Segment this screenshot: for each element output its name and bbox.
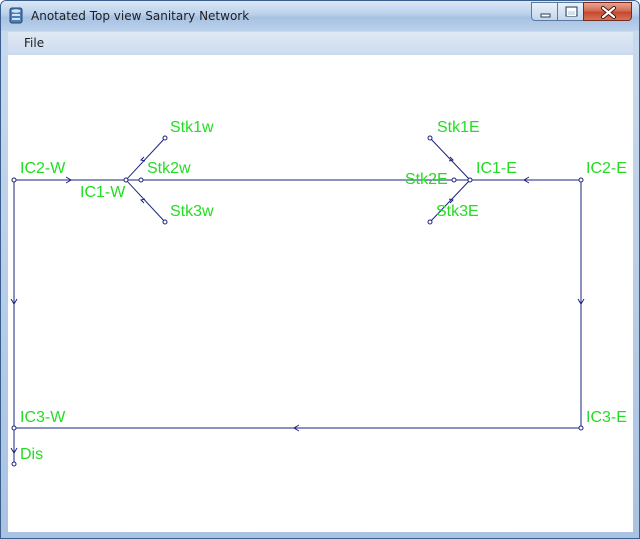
node-ic2e[interactable]	[578, 177, 584, 183]
maximize-button[interactable]	[557, 2, 584, 21]
label-ic3e: IC3-E	[586, 409, 627, 426]
node-ic3w[interactable]	[11, 425, 17, 431]
title-bar[interactable]: Anotated Top view Sanitary Network	[1, 1, 639, 31]
label-stk2w: Stk2w	[147, 160, 191, 177]
pipe-stk1e	[429, 137, 471, 181]
flow-arrow	[65, 176, 72, 184]
network-diagram: Stk1w Stk2w Stk3w IC1-W IC2-W IC3-W Dis …	[10, 119, 627, 467]
flow-arrow	[10, 447, 18, 454]
pipe-stk3e	[429, 179, 471, 223]
flow-arrow	[140, 156, 146, 162]
label-ic3w: IC3-W	[20, 409, 66, 426]
pipe-stk1w	[125, 137, 166, 181]
flow-arrow	[448, 156, 454, 162]
close-icon	[601, 6, 616, 19]
window-title: Anotated Top view Sanitary Network	[31, 9, 250, 23]
node-stk1w[interactable]	[162, 135, 168, 141]
label-stk2e: Stk2E	[405, 171, 448, 188]
node-ic3e[interactable]	[578, 425, 584, 431]
menu-item-file[interactable]: File	[24, 36, 45, 50]
minimize-icon	[540, 13, 551, 18]
maximize-icon	[565, 6, 578, 17]
menu-bar: File	[8, 32, 633, 54]
flow-arrow	[448, 198, 454, 204]
label-stk1w: Stk1w	[170, 119, 214, 136]
node-stk2e[interactable]	[451, 177, 457, 183]
label-ic2e: IC2-E	[586, 160, 627, 177]
flow-arrow	[140, 198, 146, 204]
flow-arrow	[293, 424, 300, 432]
label-ic1e: IC1-E	[476, 160, 517, 177]
flow-arrow	[10, 298, 18, 305]
minimize-button[interactable]	[531, 2, 558, 21]
node-dis[interactable]	[11, 461, 17, 467]
node-stk1e[interactable]	[427, 135, 433, 141]
node-stk3w[interactable]	[162, 219, 168, 225]
label-ic2w: IC2-W	[20, 160, 66, 177]
node-stk3e[interactable]	[427, 219, 433, 225]
label-ic1w: IC1-W	[80, 184, 126, 201]
node-ic1w[interactable]	[123, 177, 129, 183]
database-icon	[9, 7, 23, 24]
label-stk3w: Stk3w	[170, 203, 214, 220]
node-stk2w[interactable]	[138, 177, 144, 183]
flow-arrow	[577, 298, 585, 305]
node-ic2w[interactable]	[11, 177, 17, 183]
diagram-canvas: Stk1w Stk2w Stk3w IC1-W IC2-W IC3-W Dis …	[8, 55, 633, 532]
node-ic1e[interactable]	[467, 177, 473, 183]
label-dis: Dis	[20, 446, 43, 463]
flow-arrow	[523, 176, 530, 184]
pipe-stk3w	[125, 179, 166, 223]
label-stk1e: Stk1E	[437, 119, 480, 136]
label-stk3e: Stk3E	[436, 203, 479, 220]
close-button[interactable]	[583, 2, 632, 21]
